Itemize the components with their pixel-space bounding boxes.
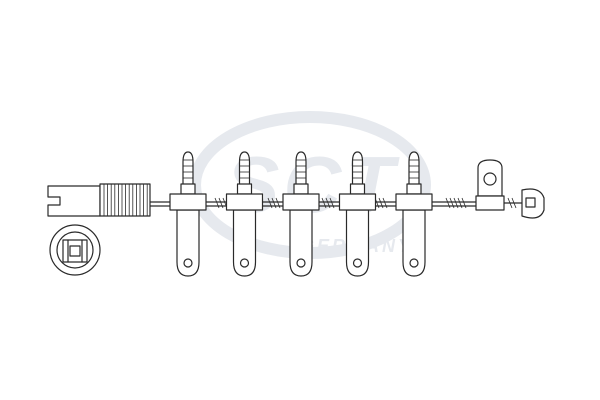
probe-clamp bbox=[282, 193, 320, 211]
ring-clip bbox=[475, 159, 505, 211]
probe-4 bbox=[338, 151, 377, 277]
probe-tab bbox=[345, 209, 370, 277]
probe-tab bbox=[232, 209, 257, 277]
probe-tip bbox=[408, 151, 420, 187]
probe-5 bbox=[395, 151, 433, 277]
probe-clamp bbox=[338, 193, 377, 211]
probe-tab bbox=[176, 209, 200, 277]
connector-housing bbox=[47, 185, 101, 217]
probe-clamp bbox=[225, 193, 264, 211]
probe-collar bbox=[349, 183, 366, 195]
wire-twist-marks bbox=[214, 197, 517, 209]
probe-tip bbox=[295, 151, 307, 187]
probe-tab-hole bbox=[352, 258, 363, 268]
probe-tab-hole bbox=[296, 258, 306, 268]
probe-2 bbox=[225, 151, 264, 277]
probe-1 bbox=[169, 151, 207, 277]
probe-tip bbox=[182, 151, 194, 187]
probe-tab-hole bbox=[239, 258, 250, 268]
right-end-connector bbox=[521, 188, 545, 219]
probe-tab bbox=[402, 209, 426, 277]
probe-tab bbox=[289, 209, 313, 277]
probe-collar bbox=[180, 183, 196, 195]
probe-collar bbox=[406, 183, 422, 195]
probe-3 bbox=[282, 151, 320, 277]
probe-tab-hole bbox=[183, 258, 193, 268]
probe-collar bbox=[236, 183, 253, 195]
left-connector bbox=[47, 183, 151, 217]
probe-clamp bbox=[169, 193, 207, 211]
probe-tip bbox=[238, 151, 251, 187]
probe-assemblies bbox=[169, 151, 433, 277]
probe-tip bbox=[351, 151, 364, 187]
probe-clamp bbox=[395, 193, 433, 211]
probe-tab-hole bbox=[409, 258, 419, 268]
connector-boot bbox=[99, 183, 151, 217]
connector-end-view bbox=[49, 224, 101, 276]
connector-boot-ribs bbox=[103, 184, 148, 216]
probe-collar bbox=[293, 183, 309, 195]
